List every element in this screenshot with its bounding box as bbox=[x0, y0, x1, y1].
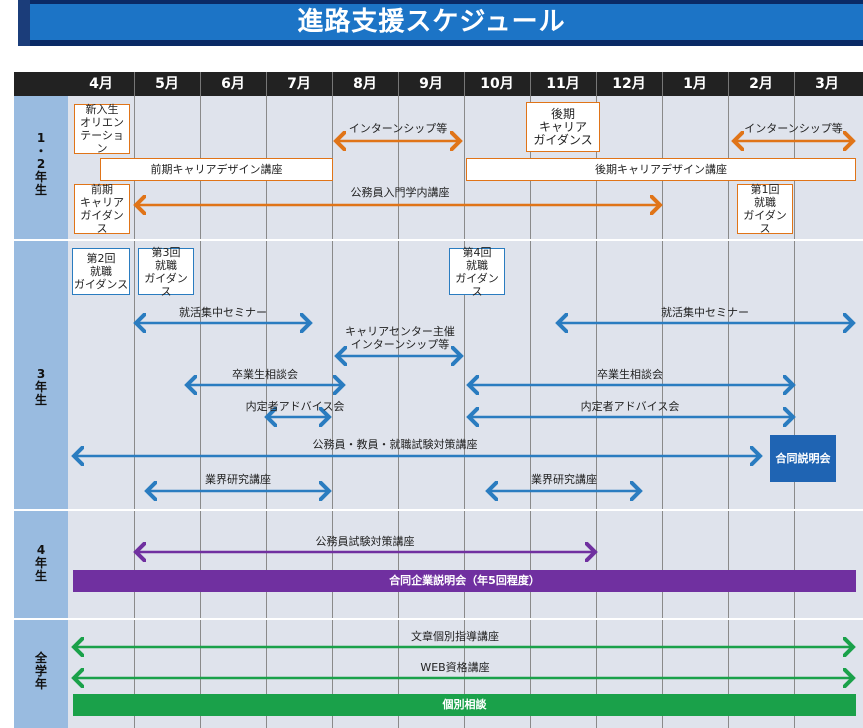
month-label: 12月 bbox=[612, 76, 646, 92]
job-guidance-3-box: 第3回 就職 ガイダンス bbox=[138, 246, 194, 298]
arrow-label: 卒業生相談会 bbox=[597, 368, 663, 381]
arrow-label: キャリアセンター主催 インターンシップ等 bbox=[345, 325, 455, 351]
arrow-label: 就活集中セミナー bbox=[661, 306, 749, 319]
month-separator bbox=[134, 72, 135, 96]
section-label: 1 ・ 2 年 生 bbox=[34, 131, 47, 197]
arrow-label: 内定者アドバイス会 bbox=[580, 400, 680, 413]
section-side-1-2 bbox=[14, 96, 68, 239]
month-separator bbox=[596, 72, 597, 96]
month-label: 1月 bbox=[683, 76, 707, 92]
late-guidance-box: 後期 キャリア ガイダンス bbox=[526, 102, 600, 152]
job-guidance-1-box: 第1回 就職 ガイダンス bbox=[737, 183, 793, 235]
month-label: 7月 bbox=[287, 76, 311, 92]
month-separator bbox=[398, 72, 399, 96]
grid-line bbox=[134, 96, 135, 728]
month-label: 11月 bbox=[546, 76, 580, 92]
month-separator bbox=[794, 72, 795, 96]
month-label: 4月 bbox=[89, 76, 113, 92]
early-design-box: 前期キャリアデザイン講座 bbox=[100, 158, 333, 181]
arrow-label: 内定者アドバイス会 bbox=[245, 400, 345, 413]
section-label: 3 年 生 bbox=[34, 367, 47, 407]
month-separator bbox=[200, 72, 201, 96]
arrow-label: 業界研究講座 bbox=[531, 473, 597, 486]
title-bottom-stripe bbox=[30, 40, 863, 46]
arrow-label: 業界研究講座 bbox=[205, 473, 271, 486]
arrow-label: 卒業生相談会 bbox=[232, 368, 298, 381]
month-separator bbox=[728, 72, 729, 96]
section-side-4 bbox=[14, 511, 68, 618]
title-edge bbox=[18, 0, 30, 46]
month-label: 2月 bbox=[749, 76, 773, 92]
month-label: 10月 bbox=[480, 76, 514, 92]
title-top-stripe bbox=[30, 0, 863, 4]
section-label: 4 年 生 bbox=[34, 543, 47, 583]
arrow-label: 就活集中セミナー bbox=[179, 306, 267, 319]
early-guidance-box: 前期 キャリア ガイダンス bbox=[74, 183, 130, 235]
counseling-band: 個別相談 bbox=[73, 694, 856, 716]
late-design-box: 後期キャリアデザイン講座 bbox=[466, 158, 856, 181]
section-divider bbox=[14, 239, 863, 241]
month-separator bbox=[662, 72, 663, 96]
grid-line bbox=[398, 96, 399, 728]
arrow-label: 文章個別指導講座 bbox=[411, 630, 499, 643]
arrow-label: インターンシップ等 bbox=[744, 122, 843, 135]
month-separator bbox=[266, 72, 267, 96]
month-label: 5月 bbox=[155, 76, 179, 92]
section-side-3 bbox=[14, 241, 68, 509]
joint-briefing-band: 合同説明会 bbox=[770, 435, 836, 482]
month-label: 3月 bbox=[815, 76, 839, 92]
month-separator bbox=[530, 72, 531, 96]
page-title: 進路支援スケジュール bbox=[297, 7, 566, 37]
job-guidance-2-box: 第2回 就職 ガイダンス bbox=[72, 248, 130, 295]
grid-line bbox=[332, 96, 333, 728]
arrow-label: 公務員試験対策講座 bbox=[315, 535, 415, 548]
section-divider bbox=[14, 618, 863, 620]
title-banner bbox=[18, 0, 863, 46]
month-label: 6月 bbox=[221, 76, 245, 92]
section-side-all bbox=[14, 620, 68, 728]
arrow-label: インターンシップ等 bbox=[348, 122, 448, 135]
orientation-box: 新入生 オリエン テーション bbox=[74, 103, 130, 155]
section-divider bbox=[14, 509, 863, 511]
month-separator bbox=[464, 72, 465, 96]
month-separator bbox=[332, 72, 333, 96]
month-label: 9月 bbox=[419, 76, 443, 92]
arrow-label: 公務員入門学内講座 bbox=[350, 186, 450, 199]
arrow-label: 公務員・教員・就職試験対策講座 bbox=[312, 438, 478, 451]
arrow-label: WEB資格講座 bbox=[420, 661, 490, 674]
month-header bbox=[14, 72, 863, 96]
grid-line bbox=[464, 96, 465, 728]
grid-line bbox=[200, 96, 201, 728]
company-briefing-band: 合同企業説明会（年5回程度） bbox=[73, 570, 856, 592]
month-label: 8月 bbox=[353, 76, 377, 92]
title-main-stripe bbox=[30, 4, 863, 40]
section-label: 全 学 年 bbox=[34, 651, 47, 691]
job-guidance-4-box: 第4回 就職 ガイダンス bbox=[449, 246, 505, 298]
